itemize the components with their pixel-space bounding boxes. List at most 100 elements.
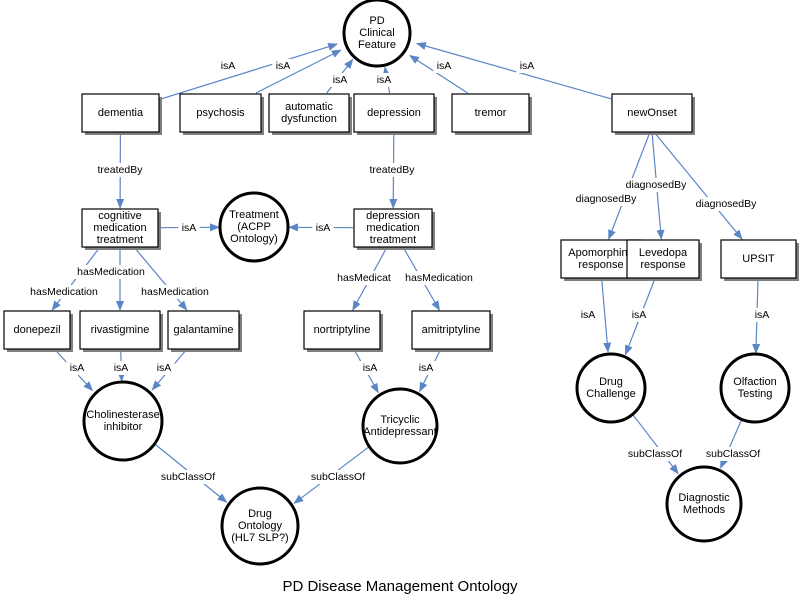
edge-label: isA	[632, 309, 647, 321]
edge-label-background	[91, 163, 149, 177]
edge-label-background	[751, 308, 773, 322]
edge-label-background	[399, 271, 479, 285]
node-label-line: Diagnostic	[678, 492, 730, 504]
edge-drug-challenge-to-diagnostic-methods: subClassOf	[624, 414, 686, 475]
edge-label: subClassOf	[311, 471, 365, 483]
edge-label-background	[24, 285, 104, 299]
edge-label: hasMedication	[30, 286, 98, 298]
edge-new-onset-to-apomorphine-response: diagnosedBy	[572, 131, 651, 240]
edge-depression-medication-treatment-to-amitriptyline: hasMedication	[399, 246, 479, 311]
edge-label-background	[628, 308, 650, 322]
node-depression: depression	[353, 93, 437, 135]
node-label-line: (HL7 SLP?)	[231, 532, 288, 544]
edge-olfaction-testing-to-diagnostic-methods: subClassOf	[702, 419, 764, 469]
node-label-line: newOnset	[627, 107, 677, 119]
edge-tremor-to-pd-clinical-feature: isA	[408, 54, 468, 94]
edge-label: subClassOf	[161, 471, 215, 483]
edge-dementia-to-cognitive-medication-treatment: treatedBy	[91, 132, 149, 209]
edge-label-background	[516, 59, 538, 73]
node-box	[81, 208, 159, 248]
node-amitriptyline: amitriptyline	[411, 310, 493, 352]
node-new-onset: newOnset	[611, 93, 695, 135]
edge-new-onset-to-pd-clinical-feature: isA	[415, 42, 612, 100]
edge-label: treatedBy	[98, 164, 144, 176]
edge-label: isA	[419, 362, 434, 374]
node-label-line: galantamine	[174, 324, 234, 336]
edge-tricyclic-antidepressant-to-drug-ontology: subClassOf	[293, 446, 369, 504]
edge-line	[159, 42, 339, 100]
edge-depression-to-pd-clinical-feature: isA	[373, 66, 395, 94]
edge-label: diagnosedBy	[626, 179, 687, 191]
node-label-line: depression	[367, 107, 421, 119]
edge-new-onset-to-upsit: diagnosedBy	[653, 131, 760, 240]
node-label-line: Feature	[358, 39, 396, 51]
edge-label: isA	[520, 60, 535, 72]
node-label-line: Cholinesterase	[86, 409, 159, 421]
node-label-line: Levedopa	[639, 247, 688, 259]
node-box	[167, 310, 240, 350]
node-box	[353, 93, 435, 133]
edge-donepezil-to-cholinesterase-inhibitor: isA	[54, 349, 94, 392]
node-label-line: dysfunction	[281, 113, 337, 125]
node-label-line: UPSIT	[742, 253, 775, 265]
node-box	[720, 239, 797, 279]
edge-label: isA	[182, 222, 197, 234]
edge-galantamine-to-cholinesterase-inhibitor: isA	[151, 349, 187, 391]
edge-amitriptyline-to-tricyclic-antidepressant: isA	[415, 349, 441, 393]
edge-label: diagnosedBy	[696, 198, 757, 210]
node-galantamine: galantamine	[167, 310, 242, 352]
node-label-line: tremor	[475, 107, 507, 119]
node-label-line: cognitive	[98, 210, 141, 222]
node-donepezil: donepezil	[3, 310, 73, 352]
node-circle	[342, 0, 412, 68]
node-label-line: response	[578, 259, 623, 271]
edge-label-background	[622, 178, 690, 192]
node-label-line: Drug	[599, 376, 623, 388]
node-circle	[218, 191, 290, 263]
node-box	[611, 93, 693, 133]
node-label-line: depression	[366, 210, 420, 222]
edge-label: isA	[157, 362, 172, 374]
edge-label-background	[329, 73, 351, 87]
edge-label-background	[415, 361, 437, 375]
edge-new-onset-to-levedopa-response: diagnosedBy	[622, 131, 690, 240]
node-box	[179, 93, 262, 133]
edge-label-background	[178, 221, 200, 235]
edge-line	[255, 49, 342, 94]
edge-psychosis-to-pd-clinical-feature: isA	[255, 49, 342, 94]
node-box	[411, 310, 491, 350]
edge-label: isA	[276, 60, 291, 72]
node-circle	[361, 387, 439, 465]
node-circle	[82, 380, 164, 462]
edge-label-background	[433, 59, 455, 73]
edge-label-background	[624, 447, 686, 461]
edge-depression-medication-treatment-to-nortriptyline: hasMedicat	[333, 246, 395, 311]
edge-depression-to-depression-medication-treatment: treatedBy	[363, 132, 421, 209]
node-circle	[665, 465, 743, 543]
node-box	[451, 93, 530, 133]
node-dementia: dementia	[81, 93, 162, 135]
edge-label: isA	[114, 362, 129, 374]
edge-cholinesterase-inhibitor-to-drug-ontology: subClassOf	[155, 444, 228, 503]
edge-label: hasMedication	[77, 266, 145, 278]
edge-label-background	[66, 361, 88, 375]
edge-label: subClassOf	[628, 448, 682, 460]
node-label-line: automatic	[285, 101, 333, 113]
edge-label: subClassOf	[706, 448, 760, 460]
edge-line	[653, 131, 743, 240]
edge-cognitive-medication-treatment-to-donepezil: hasMedication	[24, 246, 104, 311]
edge-label: hasMedicat	[337, 272, 391, 284]
edge-label-background	[135, 285, 215, 299]
node-circle	[719, 352, 791, 424]
node-rivastigmine: rivastigmine	[79, 310, 163, 352]
edge-automatic-dysfunction-to-pd-clinical-feature: isA	[326, 58, 354, 94]
edge-cognitive-medication-treatment-to-treatment-acpp: isA	[158, 221, 220, 235]
